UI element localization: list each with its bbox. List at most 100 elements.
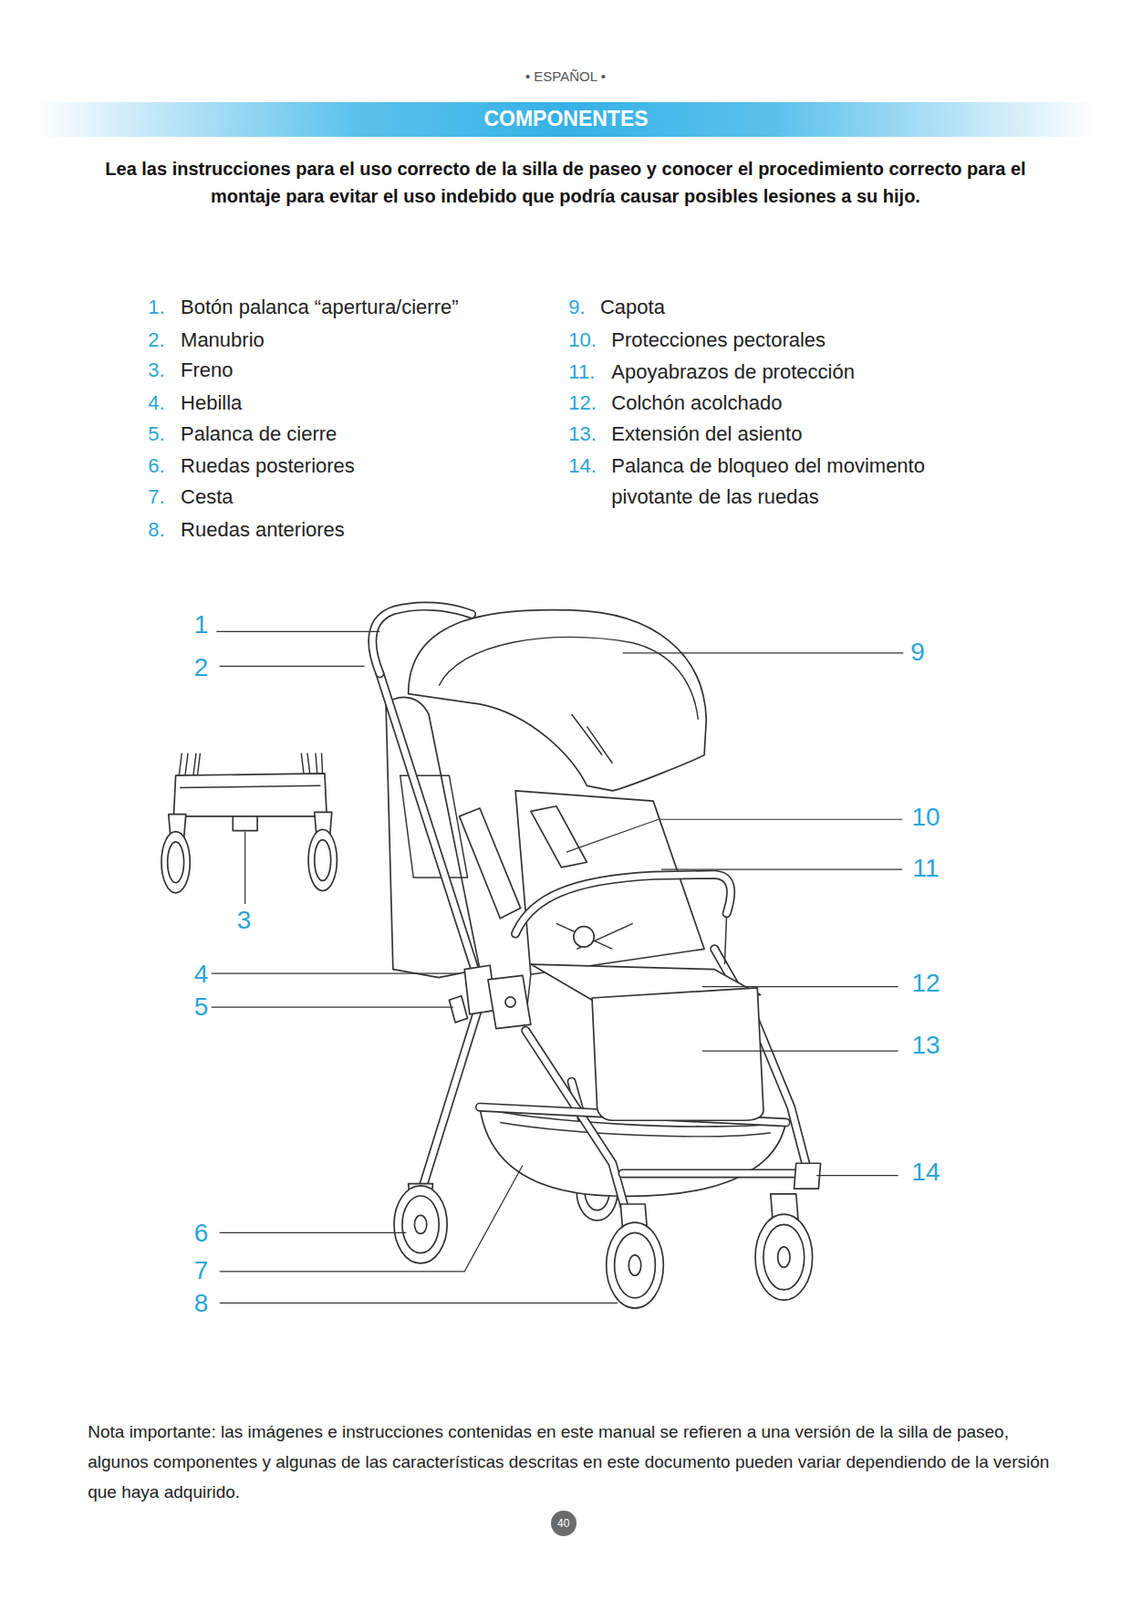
stroller-drawing-part xyxy=(530,806,588,868)
list-number: 8. xyxy=(147,514,165,546)
stroller-drawing-part xyxy=(614,1232,656,1299)
brake-inset-part xyxy=(173,773,327,817)
stroller-drawing-part xyxy=(571,714,613,764)
stroller-drawing-part xyxy=(515,874,731,935)
callout-number: 6 xyxy=(194,1217,209,1249)
list-number: 12. xyxy=(568,387,597,419)
brake-inset-part xyxy=(314,840,332,882)
stroller-drawing-part xyxy=(505,996,516,1008)
part-name: Extensión del asiento xyxy=(611,418,802,450)
leader-lines-part xyxy=(219,1232,407,1234)
part-name: Hebilla xyxy=(180,387,242,419)
callout-number: 12 xyxy=(911,967,940,999)
part-name: Colchón acolchado xyxy=(611,387,782,419)
header-band: COMPONENTES xyxy=(36,102,1096,137)
stroller-drawing-part xyxy=(755,1214,813,1300)
part-name: Ruedas anteriores xyxy=(180,514,345,546)
brake-inset xyxy=(161,753,337,894)
part-name: Palanca de cierre xyxy=(180,418,337,450)
callout-number: 8 xyxy=(194,1287,209,1319)
stroller-drawing-part xyxy=(499,1121,770,1136)
brake-inset-part xyxy=(167,841,185,883)
list-number: 9. xyxy=(568,291,585,323)
callout-number: 3 xyxy=(237,905,252,937)
callout-number: 2 xyxy=(194,652,209,684)
stroller-drawing-part xyxy=(400,775,468,878)
brake-inset-part xyxy=(178,753,200,779)
part-name: Protecciones pectorales xyxy=(611,324,826,356)
list-number: 1. xyxy=(147,291,165,323)
leader-lines-part xyxy=(661,868,903,870)
list-number: 6. xyxy=(147,450,165,482)
part-name: Manubrio xyxy=(180,324,265,356)
leader-lines-part xyxy=(211,973,460,975)
callout-number: 1 xyxy=(194,609,209,641)
stroller-drawing-part xyxy=(606,1222,665,1309)
leader-lines-part xyxy=(216,631,380,633)
stroller-drawing xyxy=(372,606,821,1309)
stroller-drawing-part xyxy=(623,1168,810,1178)
stroller-drawing-part xyxy=(556,923,634,949)
page-number: 40 xyxy=(557,1516,570,1530)
page-number-badge: 40 xyxy=(550,1510,577,1537)
stroller-drawing-part xyxy=(591,987,764,1121)
stroller-drawing-part xyxy=(394,1185,447,1264)
part-name: Botón palanca “apertura/cierre” xyxy=(180,291,459,323)
leader-lines-part xyxy=(244,831,246,904)
part-name: Cesta xyxy=(180,481,233,513)
leader-lines-part xyxy=(219,1164,523,1271)
callout-number: 5 xyxy=(194,992,209,1024)
stroller-drawing-part xyxy=(448,996,468,1023)
list-number: 4. xyxy=(147,387,165,419)
stroller-drawing-part xyxy=(623,1170,810,1177)
part-name: Apoyabrazos de protección xyxy=(611,356,855,388)
section-title: COMPONENTES xyxy=(483,106,648,132)
leader-lines-part xyxy=(566,819,903,852)
stroller-drawing-part xyxy=(778,1246,790,1268)
callout-number: 10 xyxy=(911,802,940,834)
leader-lines-part xyxy=(219,665,365,667)
stroller-drawing-part xyxy=(420,1009,478,1194)
stroller-drawing-part xyxy=(438,636,698,719)
callout-number: 13 xyxy=(911,1029,940,1061)
leader-lines-part xyxy=(219,1302,618,1304)
leader-lines-part xyxy=(623,652,904,654)
part-name: Capota xyxy=(600,291,665,323)
language-tag: • ESPAÑOL • xyxy=(525,68,606,85)
part-name: Freno xyxy=(180,354,233,386)
list-number: 14. xyxy=(568,450,597,482)
intro-text: Lea las instrucciones para el uso correc… xyxy=(91,155,1040,210)
stroller-drawing-part xyxy=(628,1255,641,1276)
brake-inset-part xyxy=(232,816,258,831)
part-name: Ruedas posteriores xyxy=(180,450,355,482)
list-number: 3. xyxy=(147,354,165,386)
stroller-drawing-part xyxy=(573,926,594,947)
stroller-drawing-part xyxy=(402,1195,439,1254)
callout-number: 11 xyxy=(912,852,939,884)
part-name: Palanca de bloqueo del movimento pivotan… xyxy=(611,450,995,513)
list-number: 11. xyxy=(568,356,595,388)
callout-number: 14 xyxy=(911,1156,940,1188)
list-number: 2. xyxy=(147,324,165,356)
callout-number: 7 xyxy=(194,1255,209,1287)
stroller-drawing-part xyxy=(408,610,707,791)
list-number: 13. xyxy=(568,418,597,450)
stroller-drawing-part xyxy=(515,874,731,935)
stroller-drawing-part xyxy=(488,975,531,1029)
brake-inset-part xyxy=(161,831,190,894)
leader-lines xyxy=(211,631,904,1303)
stroller-drawing-part xyxy=(420,1009,478,1194)
callout-number: 9 xyxy=(910,636,925,668)
list-number: 10. xyxy=(568,324,597,356)
note-text: Nota importante: las imágenes e instrucc… xyxy=(87,1416,1055,1507)
list-number: 7. xyxy=(147,481,165,513)
leader-lines-part xyxy=(816,1174,898,1176)
stroller-drawing-part xyxy=(763,1224,805,1290)
leader-lines-part xyxy=(211,1006,454,1008)
leader-lines-part xyxy=(702,1050,899,1052)
leader-lines-part xyxy=(702,986,899,987)
stroller-drawing-part xyxy=(459,808,521,919)
list-number: 5. xyxy=(147,418,165,450)
stroller-drawing-part xyxy=(525,913,727,1020)
